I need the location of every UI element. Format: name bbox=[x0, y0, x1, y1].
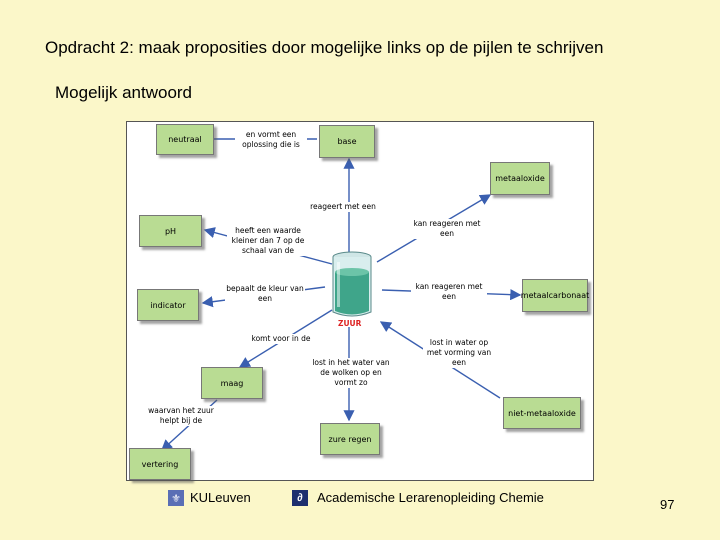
node-vertering: vertering bbox=[129, 448, 191, 480]
concept-map: neutraal base metaaloxide pH indicator m… bbox=[126, 121, 594, 481]
link-label-kleur: bepaalt de kleur van een bbox=[225, 284, 305, 304]
footer-org: KULeuven bbox=[190, 490, 251, 505]
chemistry-logo-icon: ∂ bbox=[292, 490, 308, 506]
link-label-reageert-met: reageert met een bbox=[305, 202, 381, 212]
link-label-kan-reageren-1: kan reageren met een bbox=[411, 219, 483, 239]
page-number: 97 bbox=[660, 497, 675, 512]
slide-title: Opdracht 2: maak proposities door mogeli… bbox=[45, 38, 604, 57]
link-label-vormt-oplossing: en vormt een oplossing die is bbox=[235, 130, 307, 150]
footer-program: Academische Lerarenopleiding Chemie bbox=[317, 490, 544, 505]
center-label-zuur: ZUUR bbox=[338, 319, 362, 328]
link-label-komt-voor: komt voor in de bbox=[247, 334, 315, 344]
node-metaaloxide: metaaloxide bbox=[490, 162, 550, 195]
kuleuven-logo-icon: ⚜ bbox=[168, 490, 184, 506]
link-label-lost-wolken: lost in het water van de wolken op en vo… bbox=[311, 358, 391, 388]
node-niet-metaaloxide: niet-metaaloxide bbox=[503, 397, 581, 429]
node-metaalcarbonaat: metaalcarbonaat bbox=[521, 279, 589, 312]
node-indicator: indicator bbox=[137, 289, 199, 321]
concept-map-arrows bbox=[160, 133, 522, 451]
node-zure-regen: zure regen bbox=[320, 423, 380, 455]
node-maag: maag bbox=[201, 367, 263, 399]
node-base: base bbox=[319, 125, 375, 158]
slide-subtitle: Mogelijk antwoord bbox=[55, 83, 193, 102]
beaker-icon bbox=[332, 251, 372, 317]
link-label-lost-water-vormt: lost in water op met vorming van een bbox=[423, 338, 495, 368]
node-neutraal: neutraal bbox=[156, 124, 214, 155]
link-label-kan-reageren-2: kan reageren met een bbox=[411, 282, 487, 302]
link-label-helpt-vertering: waarvan het zuur helpt bij de bbox=[145, 406, 217, 426]
link-label-waarde-ph: heeft een waarde kleiner dan 7 op de sch… bbox=[227, 226, 309, 256]
node-ph: pH bbox=[139, 215, 202, 247]
